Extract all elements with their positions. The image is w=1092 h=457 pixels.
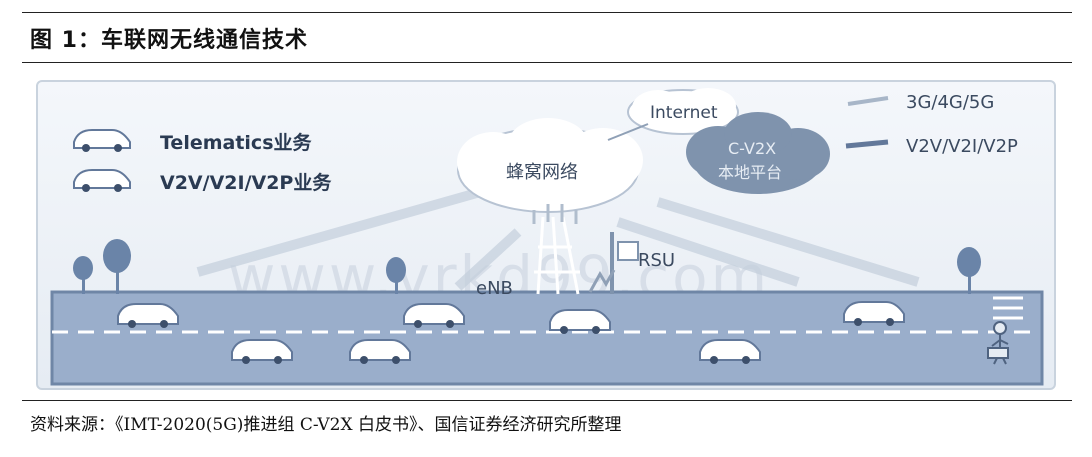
- cv2x-cloud: [686, 112, 830, 194]
- diagram-panel: www.vrkd99.com: [36, 80, 1056, 390]
- enb-label: eNB: [476, 278, 513, 299]
- legend-v2v-car-icon: [73, 169, 131, 192]
- legend-telematics-car-icon: [73, 129, 131, 152]
- legend-v2x-label: V2V/V2I/V2P: [906, 136, 1018, 157]
- car-icon: [349, 339, 411, 364]
- internet-cloud: [627, 88, 739, 135]
- car-icon: [699, 339, 761, 364]
- top-rule: [22, 12, 1072, 13]
- rsu-icon: [588, 232, 639, 294]
- car-icon: [843, 301, 905, 326]
- enb-tower-icon: [534, 216, 580, 295]
- tree-right: [957, 247, 981, 294]
- cv2x-label-line1: C-V2X: [728, 139, 776, 158]
- tree-middle: [386, 257, 406, 294]
- legend-v2x-arrow-icon: [845, 139, 889, 149]
- cv2x-label-line2: 本地平台: [718, 163, 782, 182]
- legend-v2v-label: V2V/V2I/V2P业务: [160, 172, 332, 194]
- legend-generation-arrow-icon: [847, 96, 889, 106]
- rsu-label: RSU: [638, 250, 675, 271]
- title-underline: [22, 62, 1072, 63]
- car-icon: [231, 339, 293, 364]
- internet-link: [607, 123, 649, 141]
- tree-left: [73, 239, 131, 294]
- road-end-lines: [993, 296, 1023, 320]
- bottom-rule: [22, 400, 1072, 401]
- car-icon: [549, 309, 611, 334]
- diagram-canvas: www.vrkd99.com: [50, 88, 1044, 386]
- enb-antennas: [532, 204, 578, 224]
- signal-beams: [196, 182, 920, 291]
- cellular-label: 蜂窝网络: [506, 162, 578, 183]
- car-icon: [117, 303, 179, 328]
- legend-telematics-label: Telematics业务: [160, 132, 312, 154]
- car-icon: [403, 303, 465, 328]
- cellular-cloud: [457, 118, 643, 213]
- road-cars: [117, 301, 905, 364]
- pedestrian-icon: [987, 321, 1009, 365]
- internet-label: Internet: [650, 103, 718, 123]
- figure-title: 图 1：车联网无线通信技术: [30, 28, 308, 53]
- legend-generation-label: 3G/4G/5G: [906, 92, 995, 113]
- source-note: 资料来源：《IMT-2020(5G)推进组 C-V2X 白皮书》、国信证券经济研…: [30, 415, 622, 435]
